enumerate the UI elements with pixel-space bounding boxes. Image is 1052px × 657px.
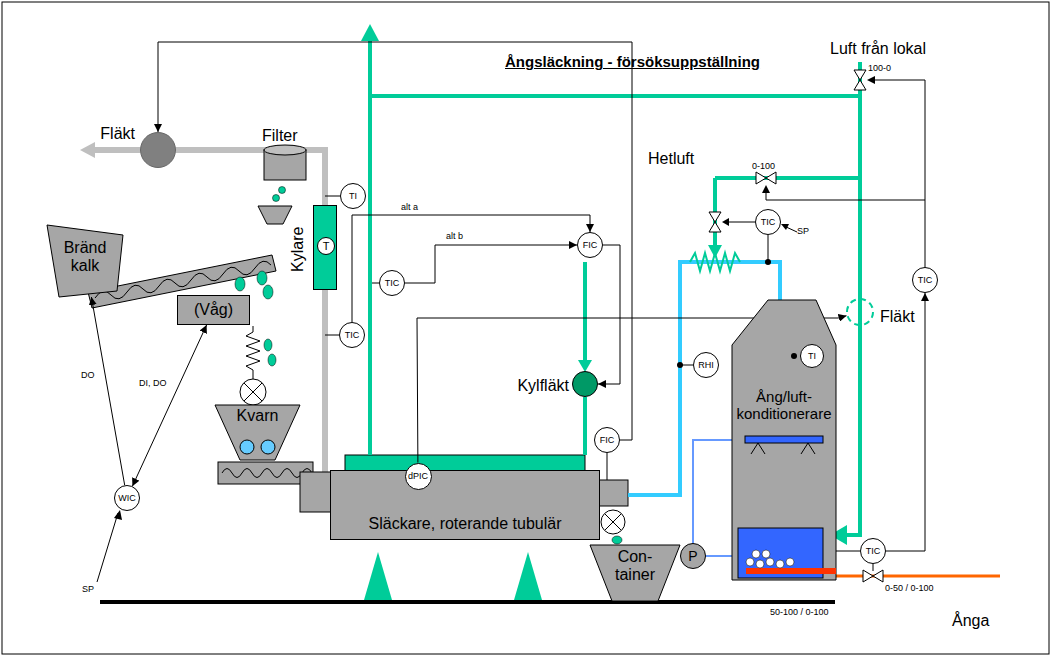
- free-label: SP: [797, 226, 809, 236]
- mill-hopper: Kvarn: [215, 405, 300, 460]
- instrument-circle: WIC: [114, 485, 140, 511]
- edge-label: alt b: [445, 231, 464, 241]
- node-label: Kylfläkt: [504, 377, 569, 395]
- instrument-circle: TIC: [339, 322, 365, 348]
- signal-line: [405, 245, 577, 283]
- instrument-circle: FIC: [577, 232, 603, 258]
- instrument-circle: TI: [800, 344, 824, 368]
- edge-label: DO: [80, 370, 96, 380]
- node-label: Con- tainer: [605, 548, 665, 585]
- label-wrap: SP: [82, 584, 94, 594]
- signal-line: [598, 245, 620, 384]
- node-label: Fläkt: [880, 308, 925, 326]
- sensor-circle: T: [317, 237, 335, 255]
- node-label: Fläkt: [87, 125, 135, 143]
- signal-line: [158, 42, 632, 440]
- node-label: dPIC: [408, 471, 428, 481]
- lime-hopper: Bränd kalk: [45, 225, 125, 297]
- instrument-circle: FIC: [594, 427, 620, 453]
- edge-label-wrap: DI, DO: [138, 378, 168, 388]
- instrument-circle: TIC: [860, 538, 886, 564]
- label-wrap: 0-50 / 0-100: [885, 583, 934, 593]
- instrument-circle: TIC: [755, 209, 781, 235]
- label-wrap: SP: [797, 226, 809, 236]
- label-wrap: 0-100: [752, 161, 775, 171]
- node-label: Släckare, roterande tubulär: [331, 515, 599, 533]
- node-label: FIC: [600, 435, 615, 445]
- label-wrap: Hetluft: [648, 150, 694, 168]
- title-wrap: Ångsläckning - försöksuppställning: [505, 53, 760, 70]
- node-label: P: [688, 548, 697, 564]
- node-label: T: [323, 240, 330, 253]
- pump-symbol: P: [680, 543, 706, 569]
- node-label: Kylare: [289, 219, 307, 279]
- free-label: SP: [82, 584, 94, 594]
- free-label: 0-50 / 0-100: [885, 583, 934, 593]
- signal-line: [91, 297, 124, 485]
- edge-label-wrap: DO: [80, 370, 96, 380]
- node-label: FIC: [583, 240, 598, 250]
- free-label: 50-100 / 0-100: [770, 607, 829, 617]
- cooling-fan: Kylfläkt: [572, 371, 598, 397]
- label-wrap: Ånga: [952, 612, 989, 630]
- signal-line: [352, 215, 590, 322]
- node-label: Ång/luft-konditionerare: [728, 388, 840, 423]
- signal-line: [132, 325, 206, 486]
- node-label: WIC: [118, 493, 136, 503]
- container-hopper: Con- tainer: [590, 545, 680, 601]
- label-wrap: Filter: [262, 127, 298, 145]
- edge-label: alt a: [400, 202, 419, 212]
- node-label: TI: [808, 351, 816, 361]
- edge-label: DI, DO: [138, 378, 168, 388]
- free-label: Luft från lokal: [830, 40, 926, 58]
- instrument-circle: TI: [340, 183, 366, 209]
- instrument-circle: dPIC: [405, 463, 432, 490]
- free-label: Ånga: [952, 612, 989, 630]
- fan-symbol: Fläkt: [140, 132, 176, 168]
- node-label: TIC: [385, 278, 400, 288]
- free-label: 100-0: [868, 63, 891, 73]
- fan-symbol: Fläkt: [846, 298, 874, 326]
- node-label: Bränd kalk: [55, 239, 115, 276]
- scale-box: (Våg): [177, 295, 250, 325]
- node-label: TIC: [918, 275, 933, 285]
- instrument-circle: TIC: [912, 267, 938, 293]
- node-label: RHI: [698, 360, 714, 370]
- shape-outline: [728, 300, 840, 580]
- label-wrap: 100-0: [868, 63, 891, 73]
- free-label: Hetluft: [648, 150, 694, 168]
- instrument-circle: TIC: [379, 270, 405, 296]
- label-wrap: Luft från lokal: [830, 40, 926, 58]
- edge-label-wrap: alt a: [400, 202, 419, 212]
- node-label: TIC: [866, 546, 881, 556]
- node-label: Kvarn: [215, 407, 300, 425]
- slaker-drum: Släckare, roterande tubulär dPIC: [330, 470, 600, 540]
- free-label: 0-100: [752, 161, 775, 171]
- node-label: TIC: [345, 330, 360, 340]
- node-label: TI: [349, 191, 357, 201]
- signal-line: [886, 293, 925, 551]
- instrument-circle: RHI: [693, 352, 719, 378]
- free-label: Filter: [262, 127, 298, 145]
- edge-label-wrap: alt b: [445, 231, 464, 241]
- node-label: TIC: [761, 217, 776, 227]
- label-wrap: 50-100 / 0-100: [770, 607, 829, 617]
- cooler-box: KylareT: [313, 205, 337, 290]
- conditioner-tower: Ång/luft-konditionerare TI: [728, 300, 840, 580]
- diagram-title: Ångsläckning - försöksuppställning: [505, 53, 760, 70]
- node-label: (Våg): [194, 301, 233, 319]
